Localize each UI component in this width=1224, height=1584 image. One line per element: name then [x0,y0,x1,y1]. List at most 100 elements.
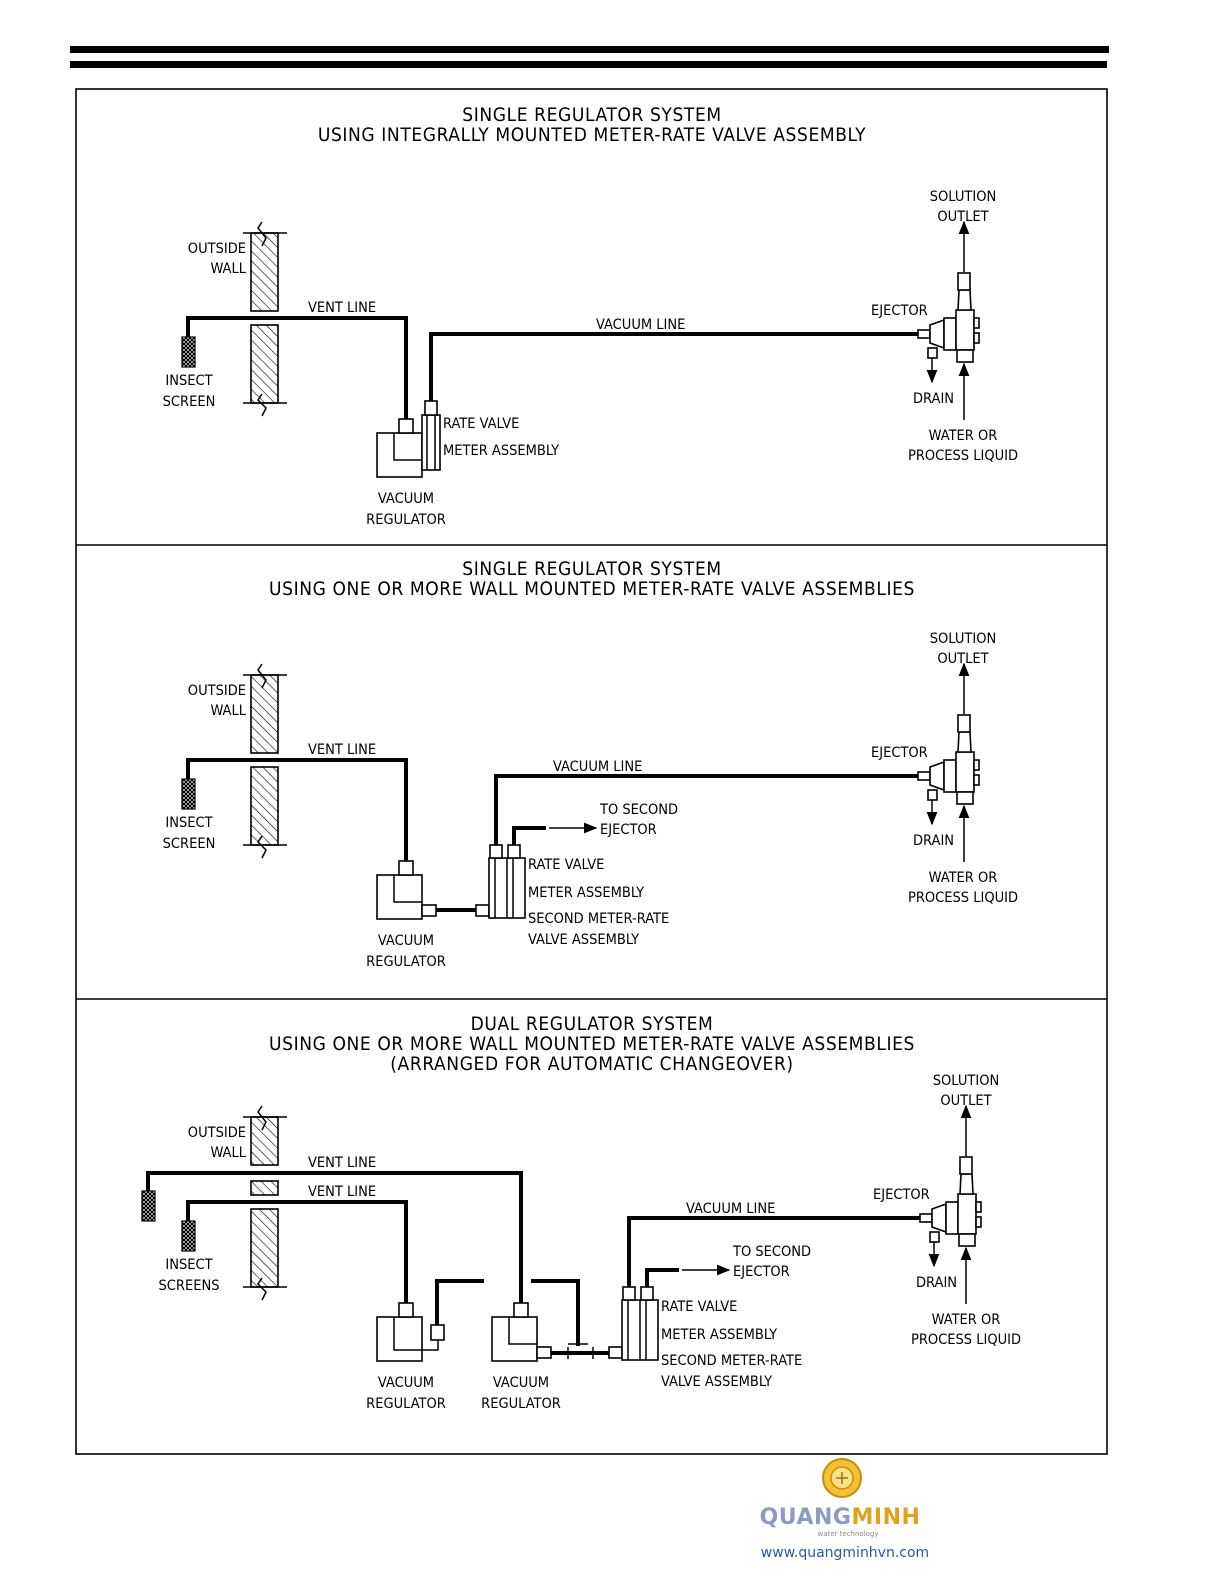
meter-rate-valve-icon [475,844,526,919]
water-label-2: PROCESS LIQUID [911,1332,1021,1348]
vacuum-regulator-label: VACUUM [378,933,434,949]
panel-1: SINGLE REGULATOR SYSTEM USING INTEGRALLY… [163,104,1018,528]
vacuum-regulator-label: VACUUM [378,491,434,507]
watermark-logo: QUANGMINH water technology www.quangminh… [760,1458,929,1561]
header-bar-bottom [70,61,1107,68]
vacuum-line [429,332,920,401]
drain-label: DRAIN [916,1275,957,1291]
vacuum-regulator-1-label: VACUUM [378,1375,434,1391]
vacuum-regulator-1-label-2: REGULATOR [366,1396,446,1412]
vent-line-2-label: VENT LINE [308,1184,376,1200]
ejector-icon [917,714,980,805]
solution-outlet-label-2: OUTLET [937,651,989,667]
vent-line-label: VENT LINE [308,300,376,316]
solution-outlet-label: SOLUTION [933,1073,999,1089]
outside-wall-label-2: WALL [210,1145,246,1161]
second-meter-rate-label-2: VALVE ASSEMBLY [528,932,639,948]
vacuum-line-label: VACUUM LINE [596,317,685,333]
water-label: WATER OR [929,428,998,444]
meter-assembly-label: METER ASSEMBLY [443,443,559,459]
insect-screens-label: INSECT [165,1257,213,1273]
diagram-frame [75,88,1108,1455]
watermark-brand-part1: QUANG [760,1505,852,1530]
second-meter-rate-label: SECOND METER-RATE [528,911,669,927]
meter-assembly-label: METER ASSEMBLY [528,885,644,901]
vacuum-regulator-label-2: REGULATOR [366,954,446,970]
rate-valve-label: RATE VALVE [443,416,519,432]
second-ejector-line [645,1268,679,1287]
outside-wall [243,663,287,859]
water-label: WATER OR [929,870,998,886]
solution-outlet-label-2: OUTLET [937,209,989,225]
drain-label: DRAIN [913,833,954,849]
panel-title-line2: USING ONE OR MORE WALL MOUNTED METER-RAT… [269,578,915,600]
insect-screen-icon [181,1220,196,1252]
vacuum-regulator-2-label: VACUUM [493,1375,549,1391]
solution-outlet-label: SOLUTION [930,189,996,205]
water-label-2: PROCESS LIQUID [908,890,1018,906]
panel-3: DUAL REGULATOR SYSTEM USING ONE OR MORE … [141,1013,1021,1412]
ejector-label: EJECTOR [871,303,928,319]
outside-wall-label: OUTSIDE [188,1125,246,1141]
outside-wall-label: OUTSIDE [188,683,246,699]
insect-screen-label: INSECT [165,373,213,389]
watermark-tagline: water technology [817,1530,878,1538]
outside-wall-label: OUTSIDE [188,241,246,257]
meter-assembly-label: METER ASSEMBLY [661,1327,777,1343]
vent-line [186,316,408,419]
to-second-ejector-label-2: EJECTOR [733,1264,790,1280]
meter-rate-valve-icon [421,400,441,471]
panel-title-line2: USING INTEGRALLY MOUNTED METER-RATE VALV… [318,124,866,146]
ejector-icon [919,1156,982,1247]
vacuum-line-label: VACUUM LINE [553,759,642,775]
panel-title-line1: DUAL REGULATOR SYSTEM [471,1013,714,1035]
solution-outlet-label-2: OUTLET [940,1093,992,1109]
vent-line-2 [186,1200,408,1303]
vent-line-1 [146,1171,523,1303]
vent-line-label: VENT LINE [308,742,376,758]
watermark-brand-part2: MINH [851,1505,920,1530]
vacuum-regulator-icon [491,1302,552,1362]
outside-wall [243,221,287,417]
ejector-icon [917,272,980,363]
second-ejector-line [512,826,546,845]
rate-valve-label: RATE VALVE [661,1299,737,1315]
vacuum-regulator-icon [376,1302,445,1362]
to-second-ejector-label-2: EJECTOR [600,822,657,838]
ejector-label: EJECTOR [873,1187,930,1203]
to-second-ejector-label: TO SECOND [732,1244,811,1260]
panel-title-line1: SINGLE REGULATOR SYSTEM [462,558,721,580]
outside-wall [243,1105,287,1301]
ejector-label: EJECTOR [871,745,928,761]
water-label: WATER OR [932,1312,1001,1328]
insect-screen-icon [141,1190,156,1222]
rate-valve-label: RATE VALVE [528,857,604,873]
changeover-line [435,1279,484,1325]
insect-screen-label-2: SCREEN [163,836,216,852]
water-label-2: PROCESS LIQUID [908,448,1018,464]
outside-wall-label-2: WALL [210,703,246,719]
outside-wall-label-2: WALL [210,261,246,277]
second-meter-rate-label: SECOND METER-RATE [661,1353,802,1369]
vent-line-1-label: VENT LINE [308,1155,376,1171]
header-bar-top [70,46,1109,53]
changeover-line-2 [531,1279,580,1346]
vacuum-regulator-icon [376,860,437,920]
insect-screens-label-2: SCREENS [159,1278,220,1294]
insect-screen-icon [181,336,196,368]
drain-label: DRAIN [913,391,954,407]
second-meter-rate-label-2: VALVE ASSEMBLY [661,1374,772,1390]
watermark-brand: QUANGMINH [760,1505,921,1530]
vacuum-line [627,1216,922,1287]
insect-screen-icon [181,778,196,810]
panel-title-line2: USING ONE OR MORE WALL MOUNTED METER-RAT… [269,1033,915,1055]
vacuum-regulator-icon [376,418,423,478]
watermark-url: www.quangminhvn.com [761,1545,929,1561]
solution-outlet-label: SOLUTION [930,631,996,647]
vacuum-line-label: VACUUM LINE [686,1201,775,1217]
panel-title-line1: SINGLE REGULATOR SYSTEM [462,104,721,126]
vacuum-regulator-2-label-2: REGULATOR [481,1396,561,1412]
meter-rate-valve-icon [608,1286,659,1361]
vent-line [186,758,408,861]
